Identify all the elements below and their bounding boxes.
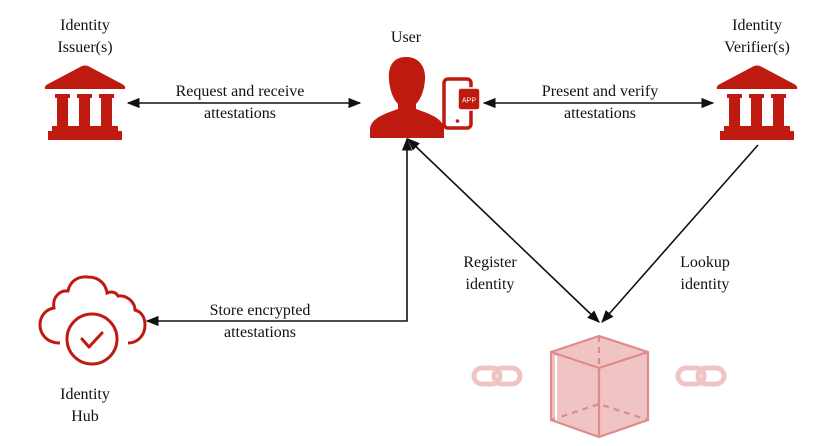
verifier-label-line2: Verifier(s) [724, 39, 790, 56]
verifier-label: Identity Verifier(s) [712, 15, 802, 59]
edge-register-label: Register identity [450, 252, 530, 296]
verifier-label-line1: Identity [732, 17, 782, 34]
issuer-label: Identity Issuer(s) [45, 15, 125, 59]
edge-register-label-line2: identity [465, 276, 515, 293]
verifier-bank-icon [716, 65, 798, 140]
edge-register-arrow [407, 138, 600, 323]
blockchain-cube-icon [549, 334, 650, 439]
issuer-bank-icon [44, 65, 126, 140]
edge-store-label: Store encrypted attestations [180, 300, 340, 344]
hub-label-line1: Identity [60, 386, 110, 403]
issuer-label-line1: Identity [60, 17, 110, 34]
user-silhouette-icon [370, 57, 444, 138]
edge-request-label: Request and receive attestations [160, 81, 320, 125]
edge-lookup-label-line2: identity [680, 276, 730, 293]
user-label: User [390, 29, 422, 46]
edge-store-label-line2: attestations [224, 324, 296, 341]
cloud-check-icon [38, 275, 147, 366]
edge-present-label-line1: Present and verify [541, 83, 659, 100]
edge-store-label-line1: Store encrypted [209, 302, 311, 319]
edge-present-label: Present and verify attestations [520, 81, 680, 125]
edge-register-label-line1: Register [463, 254, 517, 271]
edge-request-label-line1: Request and receive [175, 83, 305, 100]
edge-lookup-label-line1: Lookup [680, 254, 730, 271]
edge-present-label-line2: attestations [564, 105, 636, 122]
issuer-label-line2: Issuer(s) [57, 39, 113, 56]
chain-link-icon [471, 365, 523, 387]
hub-label: Identity Hub [45, 384, 125, 428]
chain-link-icon [675, 365, 727, 387]
app-badge-text: APP [462, 98, 476, 105]
edge-lookup-arrow [601, 144, 759, 323]
mobile-app-icon: APP [442, 77, 481, 130]
hub-label-line2: Hub [71, 408, 99, 425]
edge-request-label-line2: attestations [204, 105, 276, 122]
edge-store-arrow [145, 137, 413, 327]
edge-lookup-label: Lookup identity [665, 252, 745, 296]
